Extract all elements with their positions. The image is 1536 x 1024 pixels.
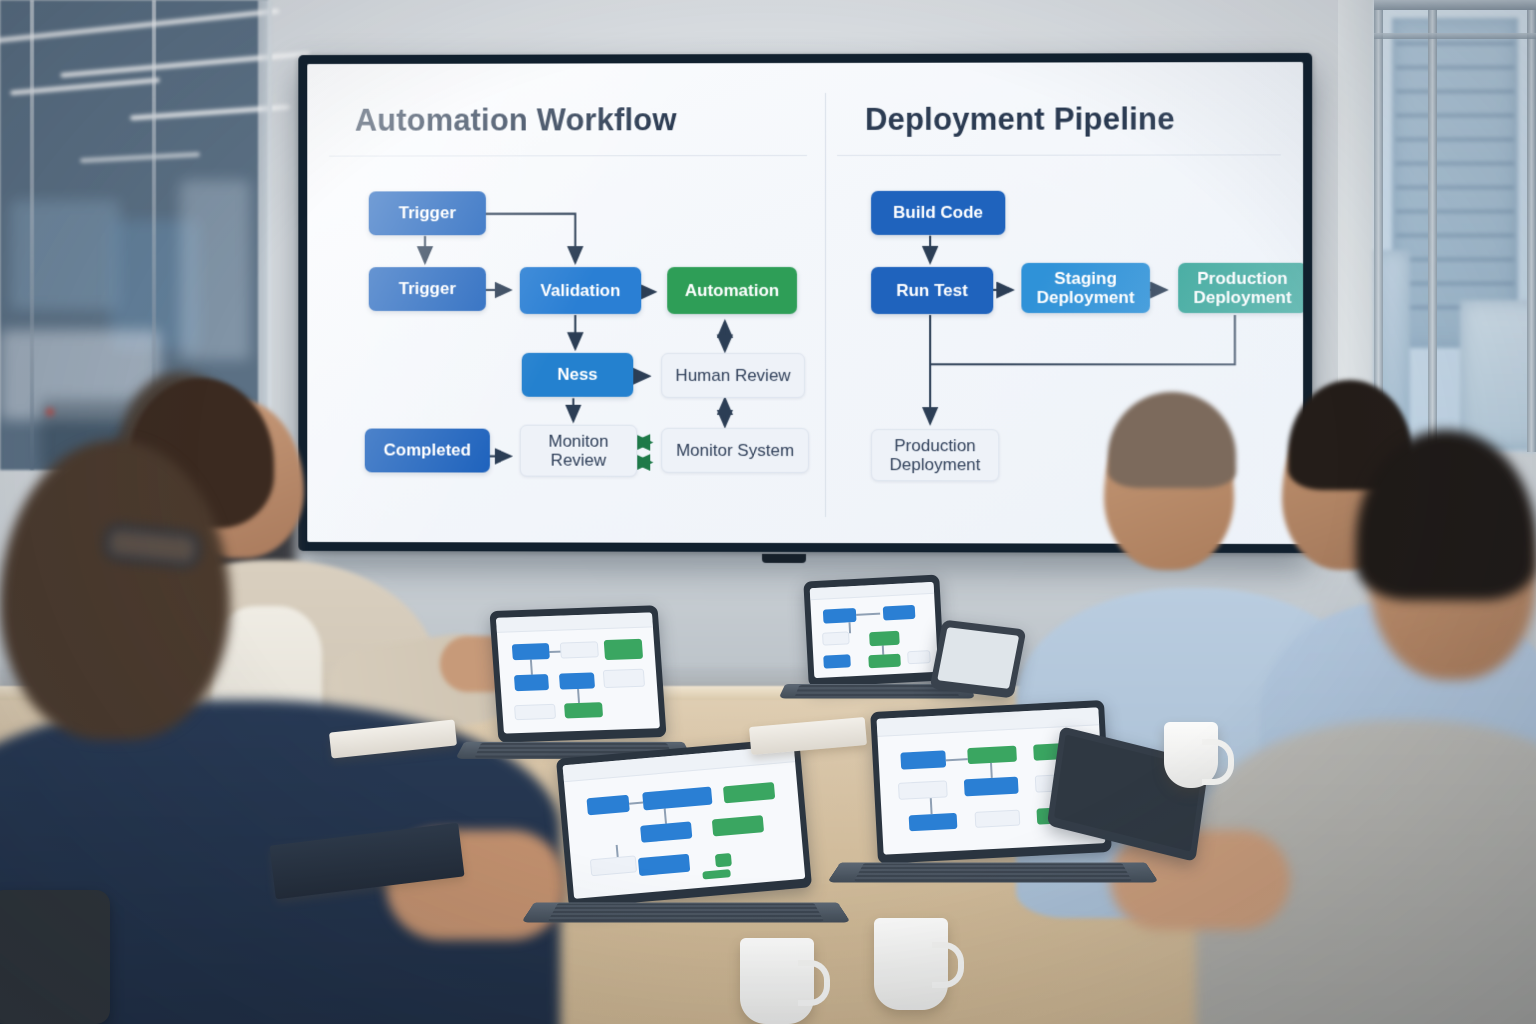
- glass-mullion: [152, 0, 156, 470]
- wall-display[interactable]: Automation Workflow: [298, 53, 1312, 553]
- mug-left[interactable]: [740, 938, 830, 1024]
- laptop-mid-left-screen: [495, 612, 660, 734]
- glass-edge: [258, 0, 272, 470]
- node-production-deployment-output[interactable]: Production Deployment: [870, 429, 1000, 482]
- node-monitor-review[interactable]: Moniton Review: [519, 424, 638, 477]
- node-completed[interactable]: Completed: [364, 428, 490, 473]
- node-production-deployment[interactable]: Production Deployment: [1178, 262, 1304, 314]
- node-validation[interactable]: Validation: [519, 267, 642, 314]
- node-automation[interactable]: Automation: [667, 267, 798, 314]
- node-staging-deployment[interactable]: Staging Deployment: [1021, 262, 1150, 314]
- node-build-code[interactable]: Build Code: [870, 190, 1006, 235]
- node-run-test[interactable]: Run Test: [870, 266, 994, 315]
- node-trigger-top[interactable]: Trigger: [368, 191, 486, 236]
- node-trigger-left[interactable]: Trigger: [368, 267, 486, 311]
- window-frame: [1428, 0, 1437, 452]
- laptop-center-screen: [809, 581, 939, 679]
- mug-center[interactable]: [874, 918, 964, 1010]
- window-frame: [1527, 0, 1536, 452]
- glass-mullion: [30, 0, 34, 470]
- laptop-front-left-screen: [937, 627, 1020, 689]
- node-monitor-system[interactable]: Monitor System: [661, 427, 809, 474]
- window-frame: [1374, 33, 1536, 39]
- node-ness[interactable]: Ness: [521, 352, 634, 397]
- chair[interactable]: [0, 890, 110, 1024]
- person-right-third-hair: [1356, 430, 1536, 600]
- mug-right[interactable]: [1164, 722, 1234, 788]
- node-human-review[interactable]: Human Review: [661, 352, 805, 399]
- window-frame: [1374, 0, 1383, 452]
- glass-partition-left: [0, 0, 310, 470]
- panel-automation-workflow: Automation Workflow: [307, 63, 825, 543]
- person-right-first-hair: [1108, 392, 1236, 488]
- window-frame: [1374, 0, 1536, 10]
- person-left-foreground-head: [0, 440, 230, 740]
- window-right: [1374, 0, 1536, 452]
- display-screen: Automation Workflow: [307, 62, 1303, 544]
- laptop-center-low-screen: [562, 745, 806, 899]
